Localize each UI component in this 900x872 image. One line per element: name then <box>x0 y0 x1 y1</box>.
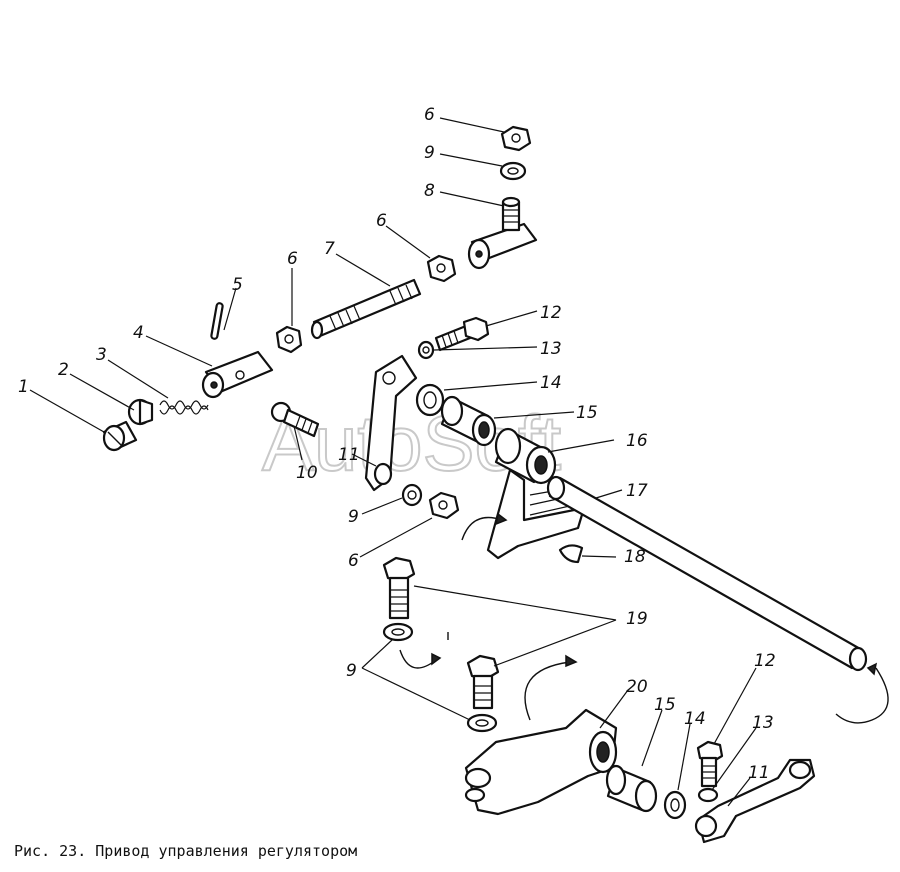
part-9-washer-d <box>466 713 498 733</box>
part-6-nut-c <box>500 125 532 152</box>
part-7-threaded-rod <box>310 278 422 340</box>
part-2-plug <box>127 398 154 426</box>
callout-11-a: 11 <box>338 445 360 465</box>
part-12-bolt-lower <box>696 740 724 788</box>
callout-6-a: 6 <box>287 249 298 269</box>
figure-caption: Рис. 23. Привод управления регулятором <box>14 842 358 860</box>
callout-5: 5 <box>232 275 243 295</box>
callout-14-a: 14 <box>540 373 562 393</box>
part-13-washer-lower <box>697 787 719 803</box>
callout-7: 7 <box>324 239 335 259</box>
callout-6-c: 6 <box>424 105 435 125</box>
callout-9-b: 9 <box>348 507 359 527</box>
callout-6-b: 6 <box>376 211 387 231</box>
part-8-eye-block <box>467 196 538 270</box>
callout-11-b: 11 <box>748 763 770 783</box>
part-20-bracket <box>464 708 618 816</box>
part-14-ring-upper <box>415 383 445 417</box>
part-6-nut-d <box>428 491 460 520</box>
callout-13-b: 13 <box>752 713 774 733</box>
callout-16: 16 <box>626 431 648 451</box>
callout-12-b: 12 <box>754 651 776 671</box>
part-15-bushing-upper <box>440 395 497 447</box>
callout-18: 18 <box>624 547 646 567</box>
callout-15-a: 15 <box>576 403 598 423</box>
part-19-bolt-a <box>382 556 416 620</box>
part-18-key <box>558 544 584 564</box>
leader-lines <box>29 117 757 807</box>
part-13-washer-upper <box>417 340 435 360</box>
callout-10: 10 <box>296 463 318 483</box>
part-12-bolt-upper <box>434 316 490 352</box>
callout-4: 4 <box>133 323 144 343</box>
callout-1: 1 <box>18 377 29 397</box>
callout-8: 8 <box>424 181 435 201</box>
part-10-ball-stud <box>270 401 320 438</box>
part-4-fork-connector <box>201 350 274 399</box>
part-11-lever-lower <box>694 758 816 844</box>
callout-9-a: 9 <box>424 143 435 163</box>
part-3-spring <box>159 400 209 415</box>
part-19-bolt-b <box>466 654 500 710</box>
callout-14-b: 14 <box>684 709 706 729</box>
callout-6-d: 6 <box>348 551 359 571</box>
part-9-washer-c <box>382 622 414 642</box>
callout-13-a: 13 <box>540 339 562 359</box>
part-17-shaft <box>546 475 868 672</box>
part-15-bushing-lower <box>605 764 658 813</box>
part-9-washer-a <box>499 161 527 181</box>
part-6-nut-b <box>426 254 457 283</box>
rotation-arrows <box>399 512 889 724</box>
part-9-washer-b <box>401 483 423 507</box>
callout-19: 19 <box>626 609 648 629</box>
callout-20: 20 <box>626 677 648 697</box>
callout-12-a: 12 <box>540 303 562 323</box>
callout-15-b: 15 <box>654 695 676 715</box>
callout-3: 3 <box>96 345 107 365</box>
part-1-slotted-screw <box>102 420 138 452</box>
callout-17: 17 <box>626 481 648 501</box>
part-5-pin <box>210 302 224 340</box>
part-6-nut-a <box>275 325 303 354</box>
callout-9-c: 9 <box>346 661 357 681</box>
part-11-lever-upper <box>364 354 418 492</box>
callout-2: 2 <box>58 360 69 380</box>
part-14-ring-lower <box>663 790 687 820</box>
